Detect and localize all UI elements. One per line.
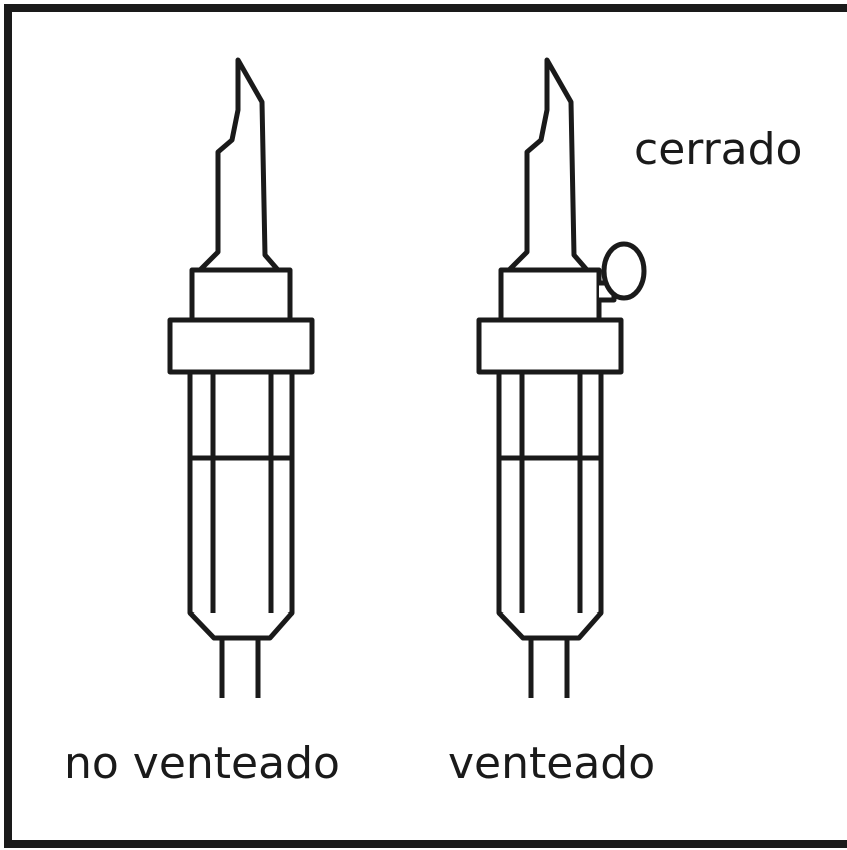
drip-chamber: [496, 369, 604, 631]
spike-tip: [197, 57, 281, 273]
vented-label: venteado: [448, 738, 656, 789]
spike-collar: [498, 267, 602, 323]
non-vented-spike: [167, 57, 315, 698]
diagram-frame: [4, 4, 847, 848]
spike-tip: [506, 57, 590, 273]
vent-cap: [601, 241, 647, 301]
spike-flange: [167, 317, 315, 375]
chamber-taper: [497, 611, 603, 641]
chamber-taper: [188, 611, 294, 641]
drip-chamber: [187, 369, 295, 631]
spike-flange: [476, 317, 624, 375]
vented-spike: [476, 57, 647, 698]
closed-label: cerrado: [634, 124, 803, 175]
non-vented-label: no venteado: [64, 738, 340, 789]
spike-collar: [189, 267, 293, 323]
